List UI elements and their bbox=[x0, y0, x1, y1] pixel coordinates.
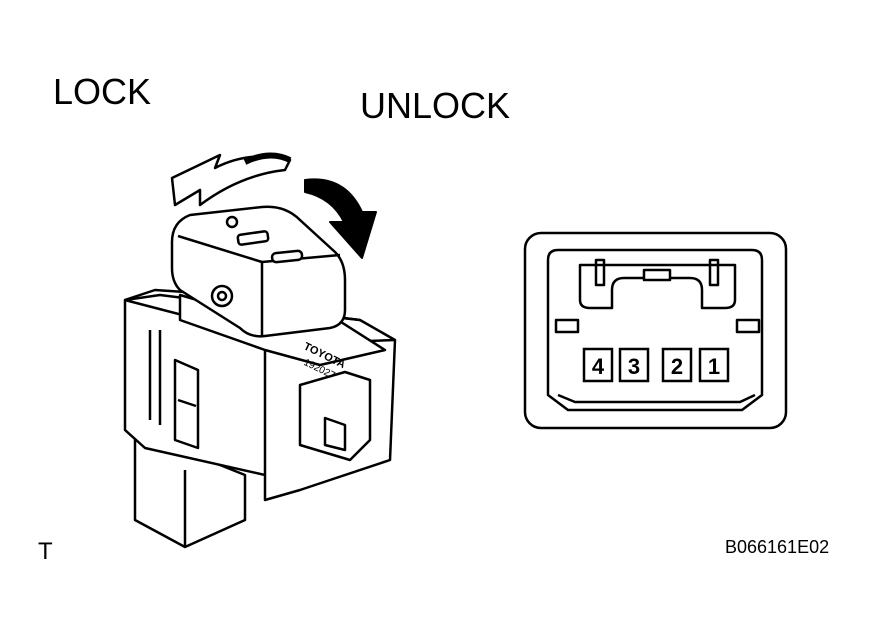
unlock-label: UNLOCK bbox=[360, 85, 511, 126]
lock-label: LOCK bbox=[53, 71, 152, 112]
connector-pin: 2 bbox=[661, 347, 693, 383]
figure-code: B066161E02 bbox=[725, 537, 830, 557]
pin-label: 2 bbox=[671, 354, 683, 379]
unlock-arrow-icon bbox=[304, 178, 377, 259]
window-lock-switch bbox=[123, 205, 397, 549]
connector-inner-cavity bbox=[546, 248, 764, 412]
corner-mark: T bbox=[38, 538, 53, 565]
connector-pin: 3 bbox=[618, 347, 650, 383]
pin-label: 1 bbox=[708, 354, 720, 379]
connector-outer-shell bbox=[523, 231, 788, 430]
connector-pin: 1 bbox=[698, 347, 730, 383]
connector-pin: 4 bbox=[582, 347, 614, 383]
lock-arrow-icon bbox=[170, 153, 292, 207]
pin-label: 4 bbox=[592, 354, 605, 379]
pin-label: 3 bbox=[628, 354, 640, 379]
connector-front-view bbox=[523, 231, 788, 430]
connector-pins: 4 3 2 1 bbox=[582, 347, 730, 383]
